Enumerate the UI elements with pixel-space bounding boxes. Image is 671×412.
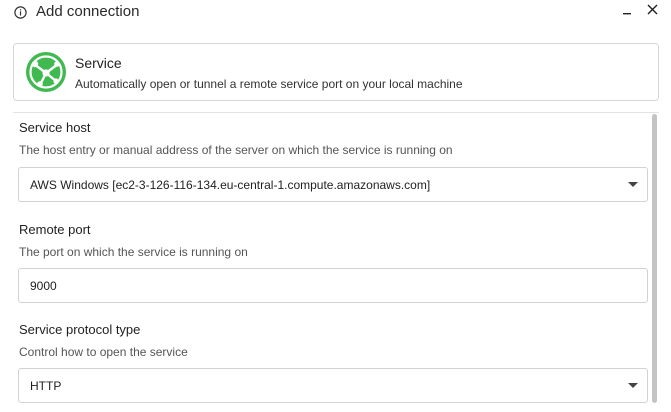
service-description: Automatically open or tunnel a remote se… <box>75 77 463 91</box>
service-name: Service <box>75 55 122 71</box>
info-icon <box>14 6 27 19</box>
service-host-label: Service host <box>19 120 91 135</box>
chevron-down-icon <box>628 383 638 388</box>
chevron-down-icon <box>628 182 638 187</box>
service-host-help: The host entry or manual address of the … <box>19 143 453 157</box>
minimize-icon <box>622 2 632 20</box>
service-host-select[interactable]: AWS Windows [ec2-3-126-116-134.eu-centra… <box>18 167 648 202</box>
divider <box>13 112 659 113</box>
protocol-type-label: Service protocol type <box>19 322 141 337</box>
dialog-title: Add connection <box>36 3 140 20</box>
service-host-value: AWS Windows [ec2-3-126-116-134.eu-centra… <box>30 177 431 192</box>
remote-port-label: Remote port <box>19 222 91 237</box>
remote-port-value: 9000 <box>30 278 57 293</box>
remote-port-help: The port on which the service is running… <box>19 245 248 259</box>
close-icon <box>647 2 658 20</box>
scrollbar-thumb[interactable] <box>652 114 657 403</box>
service-type-card[interactable]: Service Automatically open or tunnel a r… <box>13 43 659 101</box>
remote-port-input[interactable]: 9000 <box>18 268 648 303</box>
protocol-type-help: Control how to open the service <box>19 345 188 359</box>
close-button[interactable] <box>642 1 662 21</box>
title-bar: Add connection <box>0 0 671 26</box>
protocol-type-select[interactable]: HTTP <box>18 368 648 403</box>
protocol-type-value: HTTP <box>30 378 62 393</box>
service-network-icon <box>25 51 67 93</box>
minimize-button[interactable] <box>618 2 636 20</box>
connection-form: Service host The host entry or manual ad… <box>0 113 660 412</box>
